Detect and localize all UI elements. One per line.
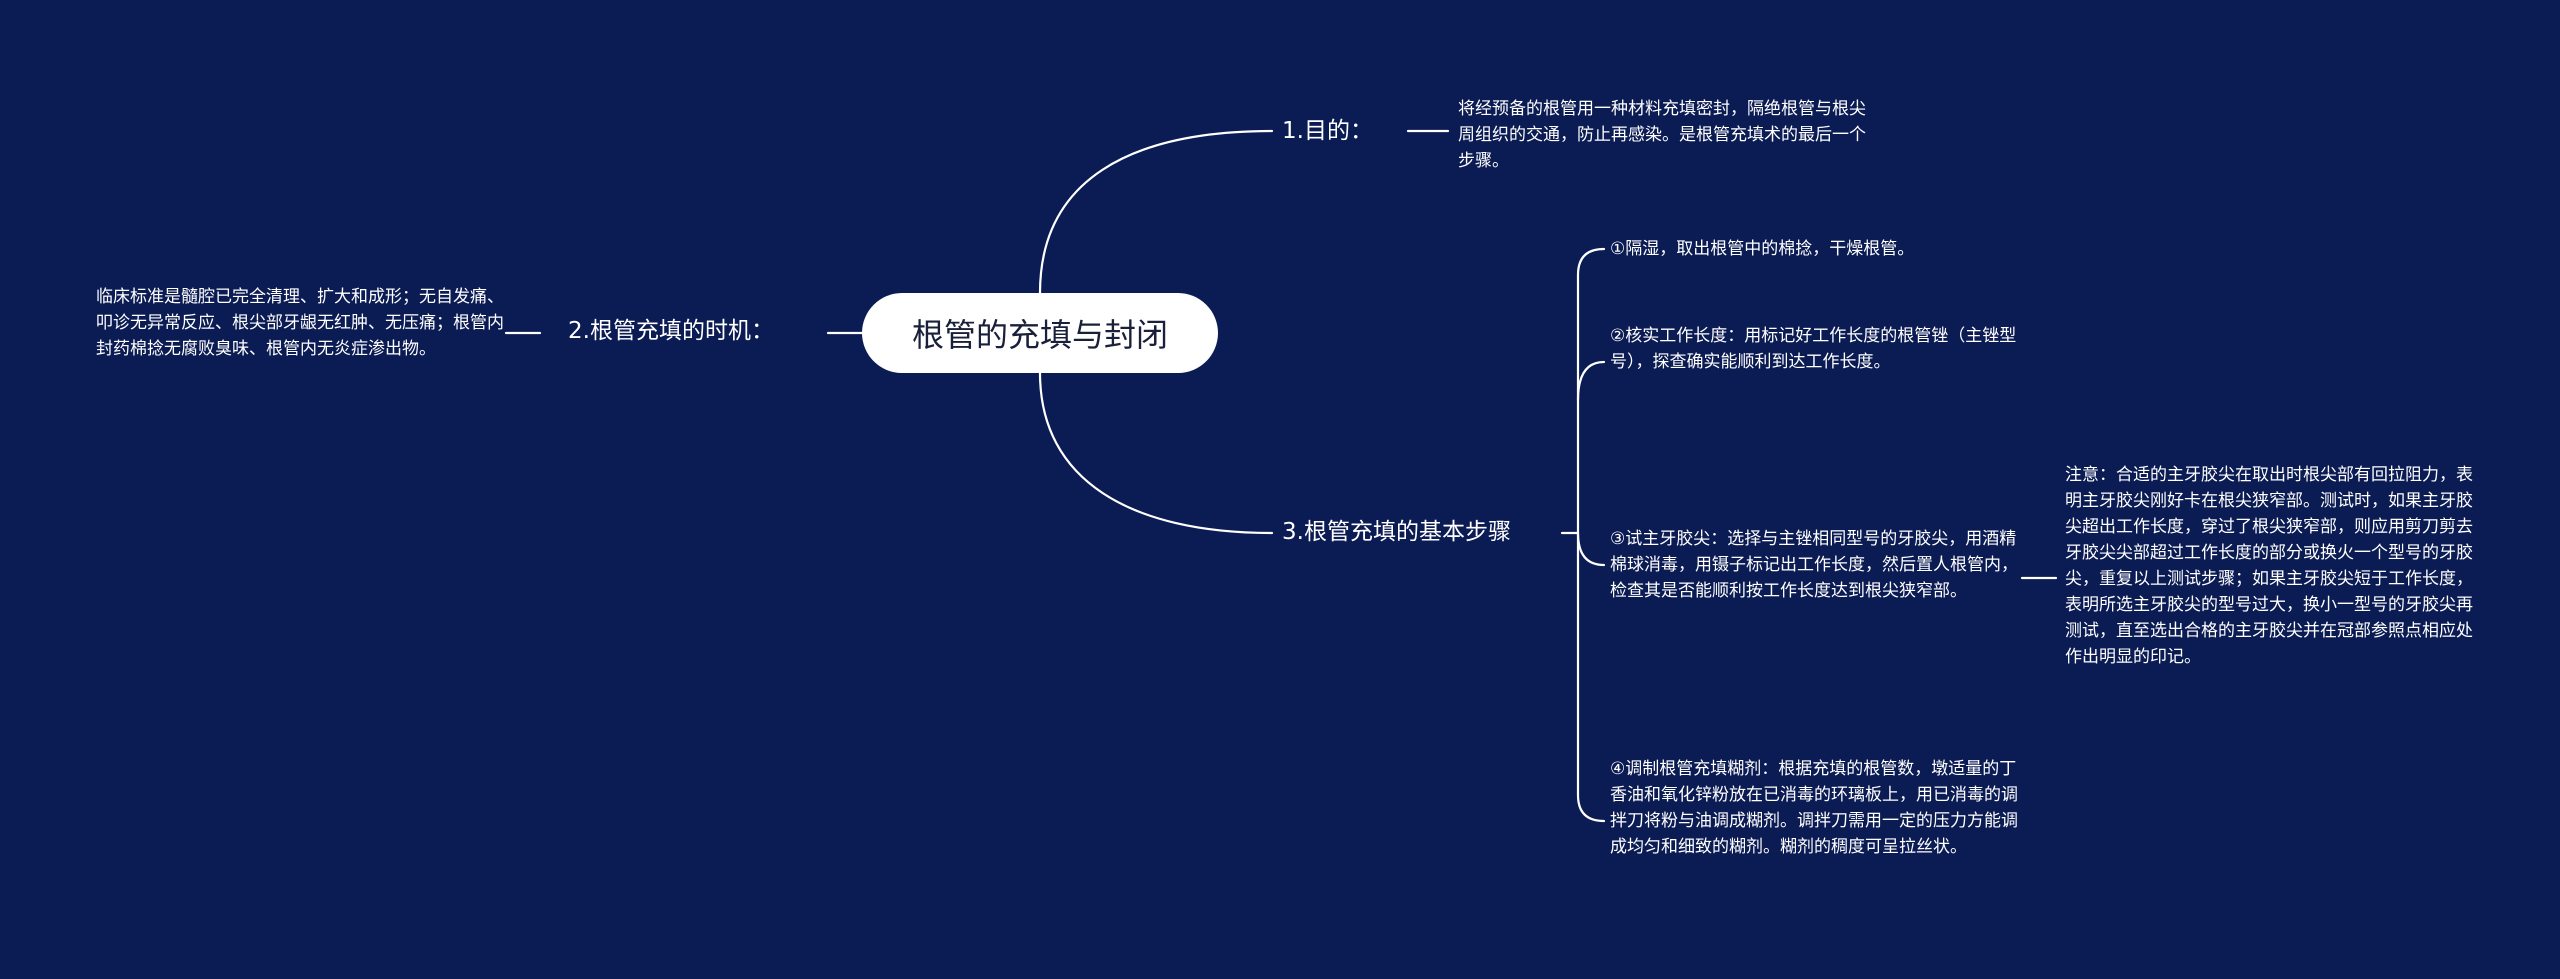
step3-note: 注意：合适的主牙胶尖在取出时根尖部有回拉阻力，表明主牙胶尖刚好卡在根尖狭窄部。测… — [2065, 465, 2473, 667]
connector-bracket-step3 — [1576, 531, 1606, 567]
connector-bracket-step1 — [1576, 247, 1606, 535]
connector-root-purpose — [1038, 129, 1274, 295]
branch-purpose-label: 1.目的： — [1282, 118, 1373, 144]
root-label: 根管的充填与封闭 — [911, 316, 1168, 354]
branch-purpose: 1.目的： — [1282, 118, 1373, 146]
connector-bracket-step4 — [1576, 531, 1606, 823]
step-item-2: ②核实工作长度：用标记好工作长度的根管锉（主锉型号），探查确实能顺利到达工作长度… — [1610, 326, 2017, 372]
timing-text: 临床标准是髓腔已完全清理、扩大和成形；无自发痛、叩诊无异常反应、根尖部牙龈无红肿… — [96, 287, 504, 359]
branch-steps: 3.根管充填的基本步骤 — [1282, 519, 1511, 547]
purpose-text: 将经预备的根管用一种材料充填密封，隔绝根管与根尖周组织的交通，防止再感染。是根管… — [1458, 99, 1866, 171]
step-item-1: ①隔湿，取出根管中的棉捻，干燥根管。 — [1610, 239, 1915, 259]
branch-timing: 2.根管充填的时机： — [568, 318, 774, 346]
step-item-4: ④调制根管充填糊剂：根据充填的根管数，墩适量的丁香油和氧化锌粉放在已消毒的环璃板… — [1610, 759, 2018, 857]
branch-steps-label: 3.根管充填的基本步骤 — [1282, 519, 1511, 545]
branch-timing-label: 2.根管充填的时机： — [568, 318, 774, 344]
step-item-3: ③试主牙胶尖：选择与主锉相同型号的牙胶尖，用酒精棉球消毒，用镊子标记出工作长度，… — [1610, 529, 2018, 601]
connector-bracket-step2 — [1576, 360, 1606, 402]
root-node: 根管的充填与封闭 — [862, 293, 1218, 373]
connector-root-steps — [1038, 371, 1274, 535]
